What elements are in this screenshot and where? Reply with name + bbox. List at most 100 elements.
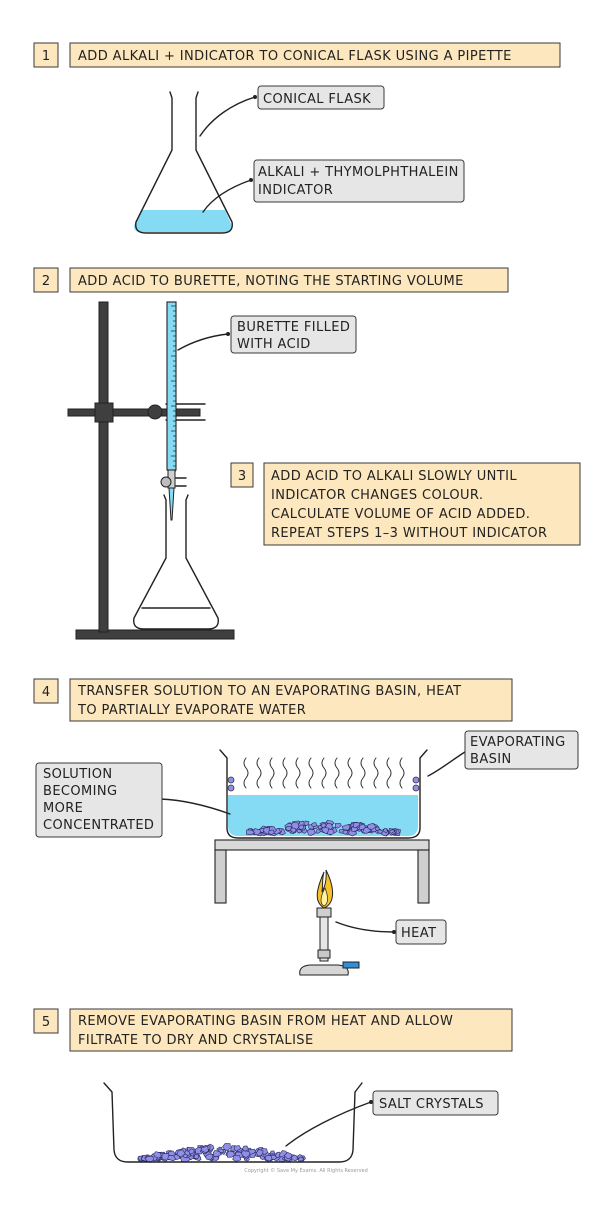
step-4-number-box [33,678,59,704]
steam-wisp [243,757,249,789]
step-3-text-box [263,462,581,546]
crystal [383,828,388,834]
label-solution-line-1: SOLUTION [43,767,113,782]
crystal [334,823,342,829]
crystal [377,829,384,834]
crystal [176,1149,186,1158]
burette-apparatus [67,301,235,640]
dry-basin-outline [103,1082,363,1163]
crystal [226,1150,236,1158]
crystal [256,1148,264,1157]
callout-burette: BURETTE FILLED WITH ACID [177,315,357,354]
label-solution-line-4: CONCENTRATED [43,818,154,833]
conical-flask-1 [134,91,233,234]
step-5-number: 5 [42,1015,50,1030]
step-5-text-line-2: FILTRATE TO DRY AND CRYSTALISE [78,1033,314,1048]
step-4-text-box [69,678,513,722]
stand-base [75,629,235,640]
crystal [310,822,318,827]
crystal [153,1151,162,1159]
tripod-leg-right [417,849,430,904]
crystal [285,826,292,832]
steam-wisp [386,757,392,789]
crystal [352,822,360,829]
label-alkali-indicator-line-1: ALKALI + THYMOLPHTHALEIN [258,165,459,180]
crystal [167,1155,177,1162]
step-2-number: 2 [42,274,50,289]
bunsen-collar [316,907,332,918]
step-1-number: 1 [42,49,50,64]
steam-wisp [256,757,262,789]
basin-with-crystals [103,1082,363,1164]
step-1: 1 ADD ALKALI + INDICATOR TO CONICAL FLAS… [33,42,561,68]
step-3-text-line-2: INDICATOR CHANGES COLOUR. [271,488,483,503]
step-3-text-line-4: REPEAT STEPS 1–3 WITHOUT INDICATOR [271,526,547,541]
crystal [320,826,330,835]
step-2-number-box [33,267,59,293]
step-4-number: 4 [42,685,50,700]
flask-1-outline [135,91,233,234]
label-salt-crystals: SALT CRYSTALS [379,1097,484,1112]
step-4-text-line-2: TO PARTIALLY EVAPORATE WATER [77,703,306,718]
steam-wisp [334,757,340,789]
basin-outline [219,749,428,839]
steam-wisp [269,757,275,789]
copyright-notice: Copyright © Save My Exams. All Rights Re… [244,1167,368,1174]
clamp-arm [67,408,201,417]
label-heat: HEAT [401,926,436,941]
bunsen-air-hole [317,949,331,959]
burette-tip [168,487,175,521]
clamp-knob [147,404,163,420]
label-alkali-indicator-line-2: INDICATOR [258,183,333,198]
crystal [267,829,275,835]
step-2: 2 ADD ACID TO BURETTE, NOTING THE STARTI… [33,267,509,293]
step-1-number-box [33,42,59,68]
label-alkali-indicator-box [253,159,465,203]
callout-alkali-indicator: ALKALI + THYMOLPHTHALEIN INDICATOR [202,159,465,213]
step-3-number: 3 [238,469,246,484]
step-2-text-box [69,267,509,293]
label-burette-line-1: BURETTE FILLED [237,320,350,335]
callout-evaporating-basin: EVAPORATING BASIN [427,730,579,777]
steam-wisps [243,757,405,789]
label-burette-box [230,315,357,354]
crystal [320,822,327,829]
step-1-text-box [69,42,561,68]
step-5: 5 REMOVE EVAPORATING BASIN FROM HEAT AND… [33,1008,513,1052]
callout-solution: SOLUTION BECOMING MORE CONCENTRATED [35,762,231,838]
step-3-text-line-1: ADD ACID TO ALKALI SLOWLY UNTIL [271,469,517,484]
crystal [241,1145,249,1152]
step-3-number-box [230,462,254,488]
tripod-top [214,839,430,851]
salt-crystals [137,1143,306,1164]
crystal [358,823,366,830]
crystal [253,828,262,836]
steam-wisp [321,757,327,789]
crystal [298,1156,305,1162]
crystal [212,1155,220,1162]
crystal [247,1148,257,1155]
label-solution-line-2: BECOMING [43,784,118,799]
crystal [361,827,372,834]
crystal [388,829,395,834]
crystal [303,820,310,826]
step-3: 3 ADD ACID TO ALKALI SLOWLY UNTIL INDICA… [230,462,581,546]
step-5-number-box [33,1008,59,1034]
step-5-text-line-1: REMOVE EVAPORATING BASIN FROM HEAT AND A… [78,1014,453,1029]
steam-wisp [295,757,301,789]
steam-wisp [399,757,405,789]
callout-salt-crystals: SALT CRYSTALS [285,1090,499,1147]
bunsen-flame-inner [320,887,328,907]
steam-wisp [360,757,366,789]
label-burette-line-2: WITH ACID [237,337,311,352]
step-2-text-line-1: ADD ACID TO BURETTE, NOTING THE STARTING… [78,274,464,289]
crystal [342,829,348,835]
steam-wisp [282,757,288,789]
dissolving-crystals [245,820,401,837]
crystal [315,829,321,834]
crystal [205,1153,213,1161]
crystal [290,827,297,834]
bunsen-barrel [319,916,329,962]
crystal [283,1152,293,1160]
crystal [212,1150,222,1157]
